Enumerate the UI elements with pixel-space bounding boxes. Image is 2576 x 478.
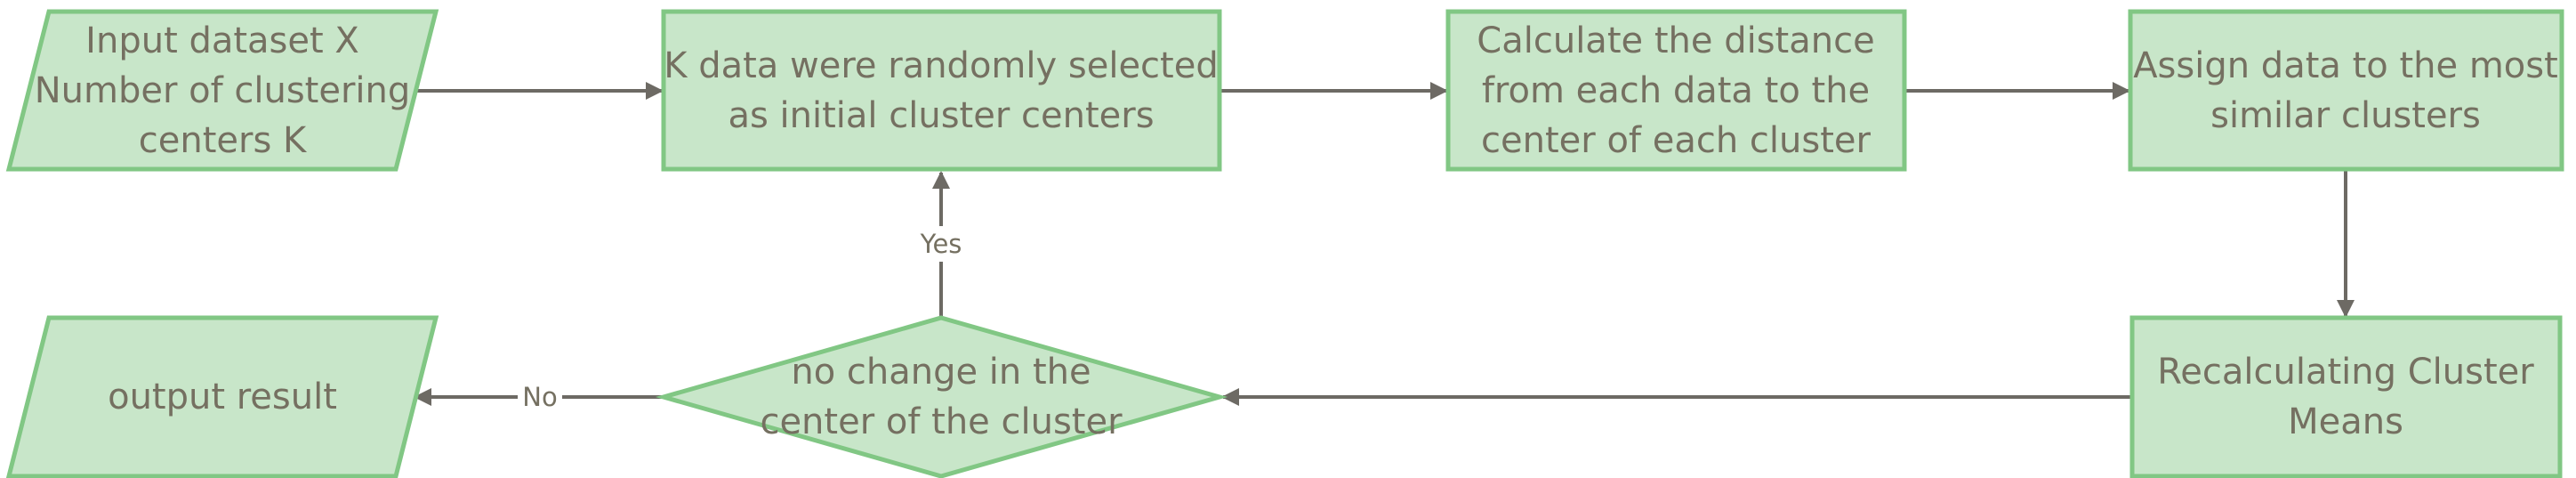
select-centers-box: [661, 9, 1222, 172]
recalculate-means-box: [2129, 315, 2563, 478]
calculate-distance-box: [1445, 9, 1907, 172]
input-text: Input dataset X Number of clustering cente…: [35, 20, 411, 161]
assign-data-box: [2128, 9, 2564, 172]
node-text-line: output result: [108, 377, 337, 417]
node-input: Input dataset X Number of clustering cente…: [5, 9, 439, 172]
node-text-line: from each data to the: [1482, 70, 1870, 111]
select-centers-text: K data were randomly selected as initial …: [664, 45, 1218, 136]
yes-label: Yes: [920, 229, 962, 259]
node-assign-data: Assign data to the most similar clusters: [2128, 9, 2564, 172]
node-text-line: center of each cluster: [1481, 120, 1871, 161]
output-text: output result: [108, 377, 337, 417]
node-decision: no change in the center of the cluster: [655, 315, 1228, 478]
calculate-distance-text: Calculate the distance from each data to …: [1477, 20, 1874, 161]
no-edge-label: No: [518, 379, 562, 415]
yes-edge-label: Yes: [912, 226, 970, 262]
node-text-line: Assign data to the most: [2133, 45, 2558, 86]
node-select-centers: K data were randomly selected as initial …: [661, 9, 1222, 172]
node-text-line: as initial cluster centers: [728, 95, 1154, 136]
node-text-line: centers K: [139, 120, 308, 161]
node-text-line: Number of clustering: [35, 70, 411, 111]
assign-data-text: Assign data to the most similar clusters: [2133, 45, 2558, 136]
node-text-line: Recalculating Cluster: [2157, 352, 2534, 393]
node-text-line: no change in the: [791, 352, 1091, 393]
node-text-line: similar clusters: [2210, 95, 2481, 136]
no-label: No: [522, 382, 557, 412]
decision-diamond: [655, 315, 1228, 478]
node-text-line: center of the cluster: [760, 401, 1123, 442]
node-text-line: K data were randomly selected: [664, 45, 1218, 86]
output-parallelogram: [5, 315, 439, 478]
node-output: output result: [5, 315, 439, 478]
node-calculate-distance: Calculate the distance from each data to …: [1445, 9, 1907, 172]
edges: Yes No: [414, 82, 2355, 415]
node-text-line: Input dataset X: [85, 20, 359, 61]
node-text-line: Calculate the distance: [1477, 20, 1874, 61]
decision-text: no change in the center of the cluster: [760, 352, 1123, 442]
node-text-line: Means: [2288, 401, 2403, 442]
input-parallelogram: [5, 9, 439, 172]
